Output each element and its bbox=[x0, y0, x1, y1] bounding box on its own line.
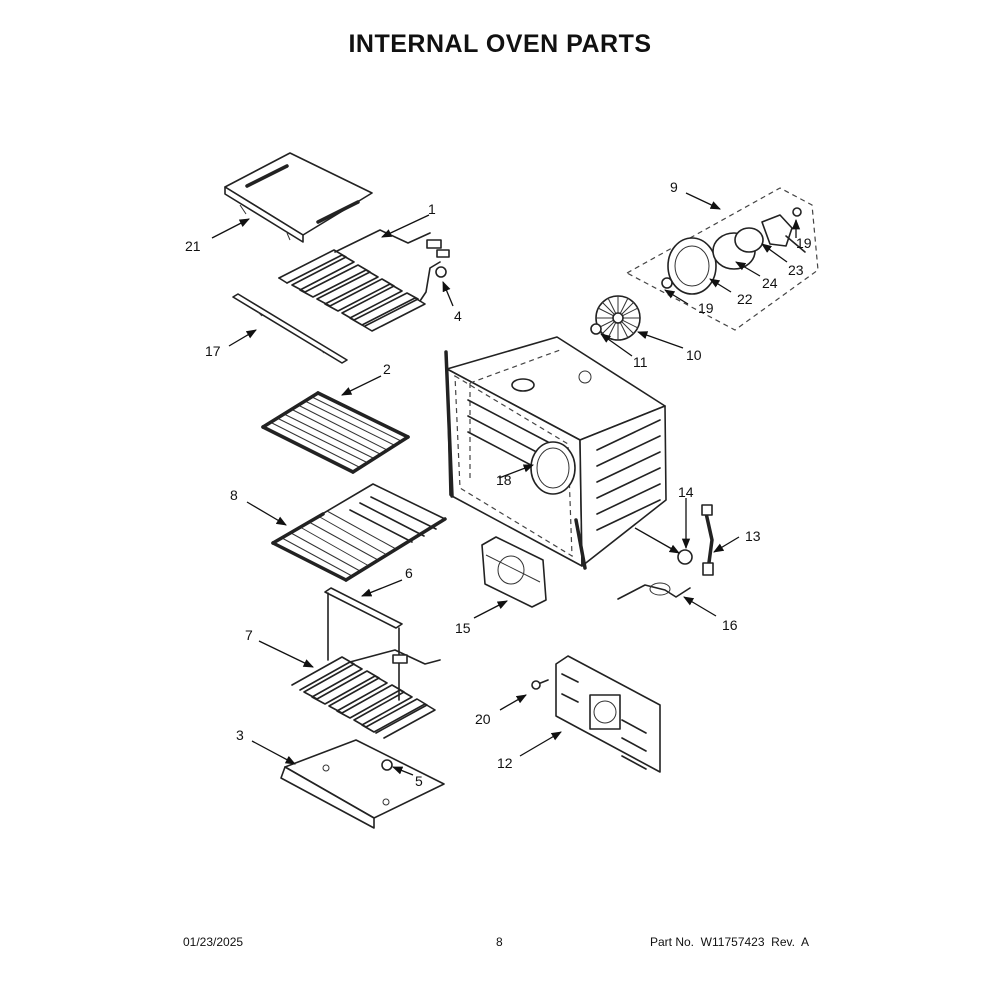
part-7-bake-element bbox=[291, 649, 441, 739]
footer-part-number: Part No. W11757423 Rev. A bbox=[650, 935, 809, 949]
part-2-oven-rack bbox=[261, 391, 410, 474]
part-3-bottom-plate bbox=[280, 739, 445, 829]
callout-labels: 1 2 3 4 5 6 7 8 9 10 11 12 13 14 15 16 1… bbox=[185, 179, 812, 789]
part-15-panel bbox=[481, 536, 547, 608]
callout-13: 13 bbox=[745, 528, 761, 544]
part-10-fan-blade bbox=[595, 295, 641, 341]
callout-19-lower: 19 bbox=[698, 300, 714, 316]
part-17-rail bbox=[232, 293, 348, 364]
callout-6: 6 bbox=[405, 565, 413, 581]
callout-2: 2 bbox=[383, 361, 391, 377]
callout-9: 9 bbox=[670, 179, 678, 195]
part-8-rolling-rack bbox=[271, 483, 447, 582]
callout-3: 3 bbox=[236, 727, 244, 743]
callout-23: 23 bbox=[788, 262, 804, 278]
part-16-sensor bbox=[617, 582, 691, 600]
callout-4: 4 bbox=[454, 308, 462, 324]
part-14-knob bbox=[677, 549, 693, 565]
callout-24: 24 bbox=[762, 275, 778, 291]
page-title: INTERNAL OVEN PARTS bbox=[348, 30, 652, 58]
callout-15: 15 bbox=[455, 620, 471, 636]
callout-19-upper: 19 bbox=[796, 235, 812, 251]
part-13-probe-jack bbox=[701, 504, 714, 576]
callout-18: 18 bbox=[496, 472, 512, 488]
part-1-broil-element bbox=[278, 229, 450, 332]
footer-page-number: 8 bbox=[496, 935, 503, 949]
callout-17: 17 bbox=[205, 343, 221, 359]
callout-8: 8 bbox=[230, 487, 238, 503]
part-21-top-plate bbox=[224, 152, 373, 243]
callout-11: 11 bbox=[633, 354, 648, 370]
convection-fan-assembly bbox=[626, 187, 819, 331]
callout-21: 21 bbox=[185, 238, 201, 254]
part-6-bracket bbox=[324, 587, 403, 701]
callout-7: 7 bbox=[245, 627, 253, 643]
callout-14: 14 bbox=[678, 484, 694, 500]
footer-date: 01/23/2025 bbox=[183, 935, 244, 949]
leader-lines bbox=[211, 192, 801, 776]
callout-20: 20 bbox=[475, 711, 491, 727]
callout-10: 10 bbox=[686, 347, 702, 363]
part-20-screw bbox=[531, 679, 549, 690]
callout-22: 22 bbox=[737, 291, 753, 307]
callout-1: 1 bbox=[428, 201, 436, 217]
oven-cavity bbox=[444, 336, 667, 570]
callout-16: 16 bbox=[722, 617, 738, 633]
part-12-rear-panel bbox=[555, 655, 661, 773]
part-11-nut bbox=[590, 323, 602, 335]
callout-12: 12 bbox=[497, 755, 513, 771]
callout-5: 5 bbox=[415, 773, 423, 789]
